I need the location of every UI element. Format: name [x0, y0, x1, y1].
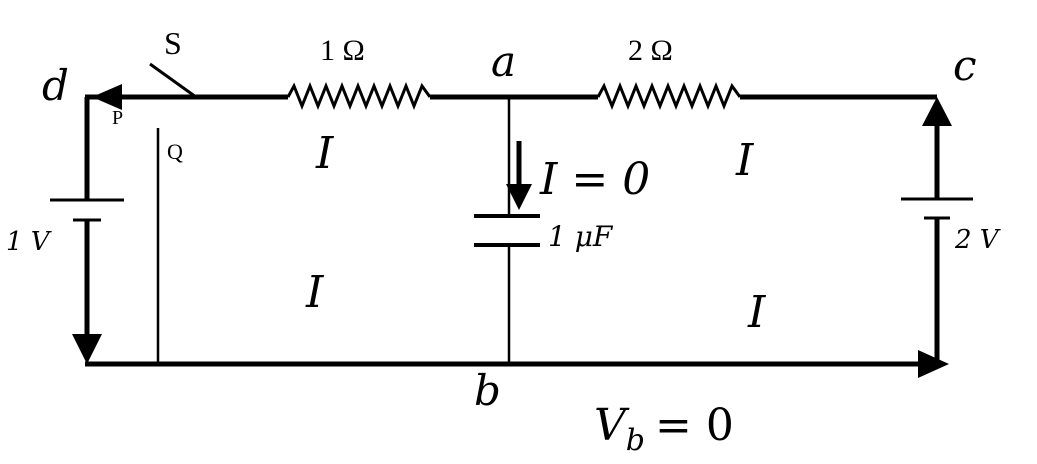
label-current-bottom-right: I — [747, 287, 767, 338]
label-switch: S — [164, 25, 182, 61]
switch-blade — [149, 62, 197, 99]
label-current-top-left: I — [315, 128, 335, 179]
cap-arrow-head — [506, 184, 532, 210]
label-vb: Vb = 0 — [594, 400, 734, 458]
label-vb-eq: = 0 — [655, 400, 734, 451]
label-vb-sub: b — [626, 423, 645, 458]
label-node-a: a — [491, 37, 516, 86]
label-node-d: d — [42, 61, 69, 110]
label-point-q: Q — [167, 139, 183, 164]
arrow-bottom-right — [918, 350, 949, 378]
label-current-bottom-left: I — [305, 267, 325, 318]
arrow-left-down — [72, 334, 102, 364]
label-capacitor: 1 μF — [548, 220, 614, 253]
label-node-c: c — [953, 41, 977, 90]
label-capacitor-current: I = 0 — [539, 154, 650, 205]
resistor-2ohm — [596, 81, 742, 111]
arrow-right-up — [922, 97, 952, 126]
label-point-p: P — [112, 107, 123, 129]
label-vb-main: V — [594, 400, 630, 451]
label-r2: 2 Ω — [628, 34, 673, 67]
label-emf-right: 2 V — [954, 225, 1001, 255]
label-r1: 1 Ω — [320, 34, 365, 67]
label-node-b: b — [474, 366, 501, 415]
resistor-1ohm — [286, 81, 432, 111]
arrow-top-left — [92, 84, 122, 110]
label-emf-left: 1 V — [6, 227, 52, 257]
label-current-top-right: I — [735, 135, 755, 186]
